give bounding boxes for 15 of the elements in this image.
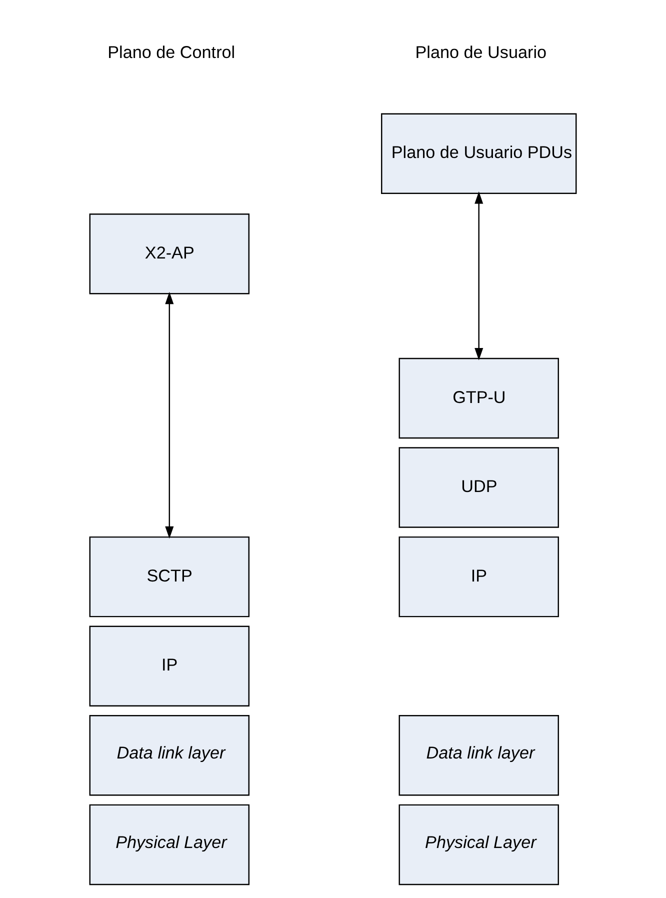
- node-box: Physical Layer: [398, 804, 559, 886]
- node-box: Plano de Usuario PDUs: [381, 113, 577, 194]
- arrow: [165, 292, 174, 539]
- node-box: IP: [398, 536, 559, 618]
- node-box: Data link layer: [89, 715, 250, 796]
- node-box: SCTP: [89, 536, 250, 618]
- label: Plano de Usuario: [415, 42, 547, 62]
- label: Plano de Control: [108, 42, 236, 62]
- node-box: Data link layer: [398, 715, 559, 796]
- node-box: Physical Layer: [89, 804, 250, 886]
- node-box: GTP-U: [398, 358, 559, 439]
- node-box: IP: [89, 626, 250, 706]
- node-box: X2-AP: [89, 214, 250, 294]
- node-box: UDP: [398, 447, 559, 528]
- arrow: [474, 192, 484, 360]
